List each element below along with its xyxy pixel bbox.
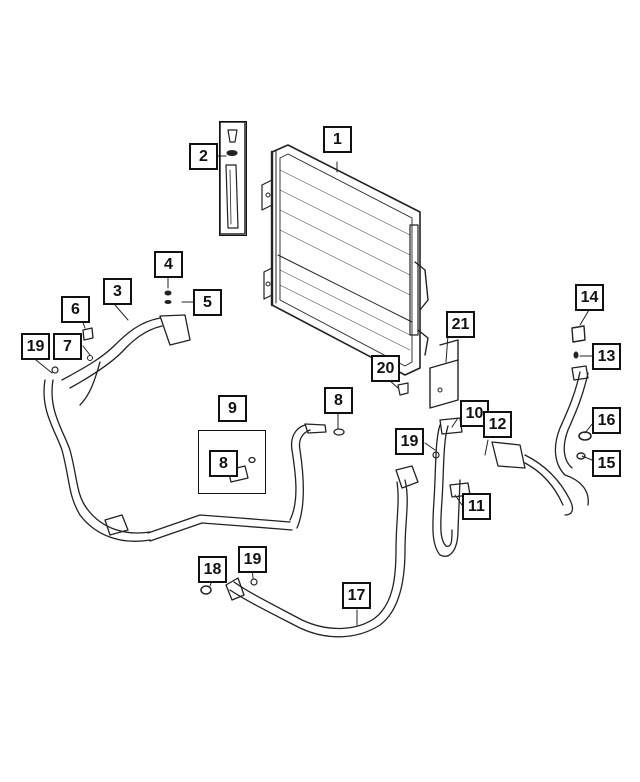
callout-8b[interactable]: 8	[324, 387, 353, 414]
callout-3[interactable]: 3	[103, 278, 132, 305]
callout-17[interactable]: 17	[342, 582, 371, 609]
callout-label: 16	[597, 411, 616, 429]
condenser	[261, 144, 429, 376]
callout-19a[interactable]: 19	[21, 333, 50, 360]
callout-11[interactable]: 11	[462, 493, 491, 520]
callout-label: 13	[597, 347, 616, 365]
callout-label: 17	[347, 586, 366, 604]
small-parts	[51, 290, 592, 595]
callout-16[interactable]: 16	[592, 407, 621, 434]
callout-label: 7	[63, 337, 72, 355]
callout-15[interactable]: 15	[592, 450, 621, 477]
callout-label: 6	[71, 300, 80, 318]
discharge-hose	[43, 314, 327, 542]
callout-label: 8	[334, 391, 343, 409]
callout-2[interactable]: 2	[189, 143, 218, 170]
callout-9[interactable]: 9	[218, 395, 247, 422]
callout-label: 5	[203, 293, 212, 311]
callout-label: 4	[164, 255, 173, 273]
callout-label: 3	[113, 282, 122, 300]
callout-label: 21	[451, 315, 470, 333]
callout-label: 20	[376, 359, 395, 377]
callout-label: 2	[199, 147, 208, 165]
callout-13[interactable]: 13	[592, 343, 621, 370]
part-2-group-box	[219, 121, 247, 236]
suction-hose	[225, 465, 419, 638]
callout-1[interactable]: 1	[323, 126, 352, 153]
callout-7[interactable]: 7	[53, 333, 82, 360]
callout-19c[interactable]: 19	[238, 546, 267, 573]
callout-label: 18	[203, 560, 222, 578]
callout-4[interactable]: 4	[154, 251, 183, 278]
callout-label: 12	[488, 415, 507, 433]
callout-label: 14	[580, 288, 599, 306]
callout-label: 19	[243, 550, 262, 568]
callout-8a[interactable]: 8	[209, 450, 238, 477]
callout-12[interactable]: 12	[483, 411, 512, 438]
callout-21[interactable]: 21	[446, 311, 475, 338]
callout-label: 15	[597, 454, 616, 472]
callout-label: 8	[219, 454, 228, 472]
pressure-switch-kit	[227, 456, 256, 483]
callout-label: 19	[26, 337, 45, 355]
callout-18[interactable]: 18	[198, 556, 227, 583]
callout-5[interactable]: 5	[193, 289, 222, 316]
callout-label: 11	[468, 497, 485, 515]
drier-element-kit	[219, 121, 246, 235]
callout-14[interactable]: 14	[575, 284, 604, 311]
callout-19b[interactable]: 19	[395, 428, 424, 455]
callout-label: 9	[228, 399, 237, 417]
part-9-group-box	[198, 430, 266, 494]
callout-label: 10	[465, 404, 484, 422]
callout-label: 19	[400, 432, 419, 450]
callout-20[interactable]: 20	[371, 355, 400, 382]
callout-label: 1	[333, 130, 342, 148]
callout-6[interactable]: 6	[61, 296, 90, 323]
liquid-line	[432, 365, 589, 557]
